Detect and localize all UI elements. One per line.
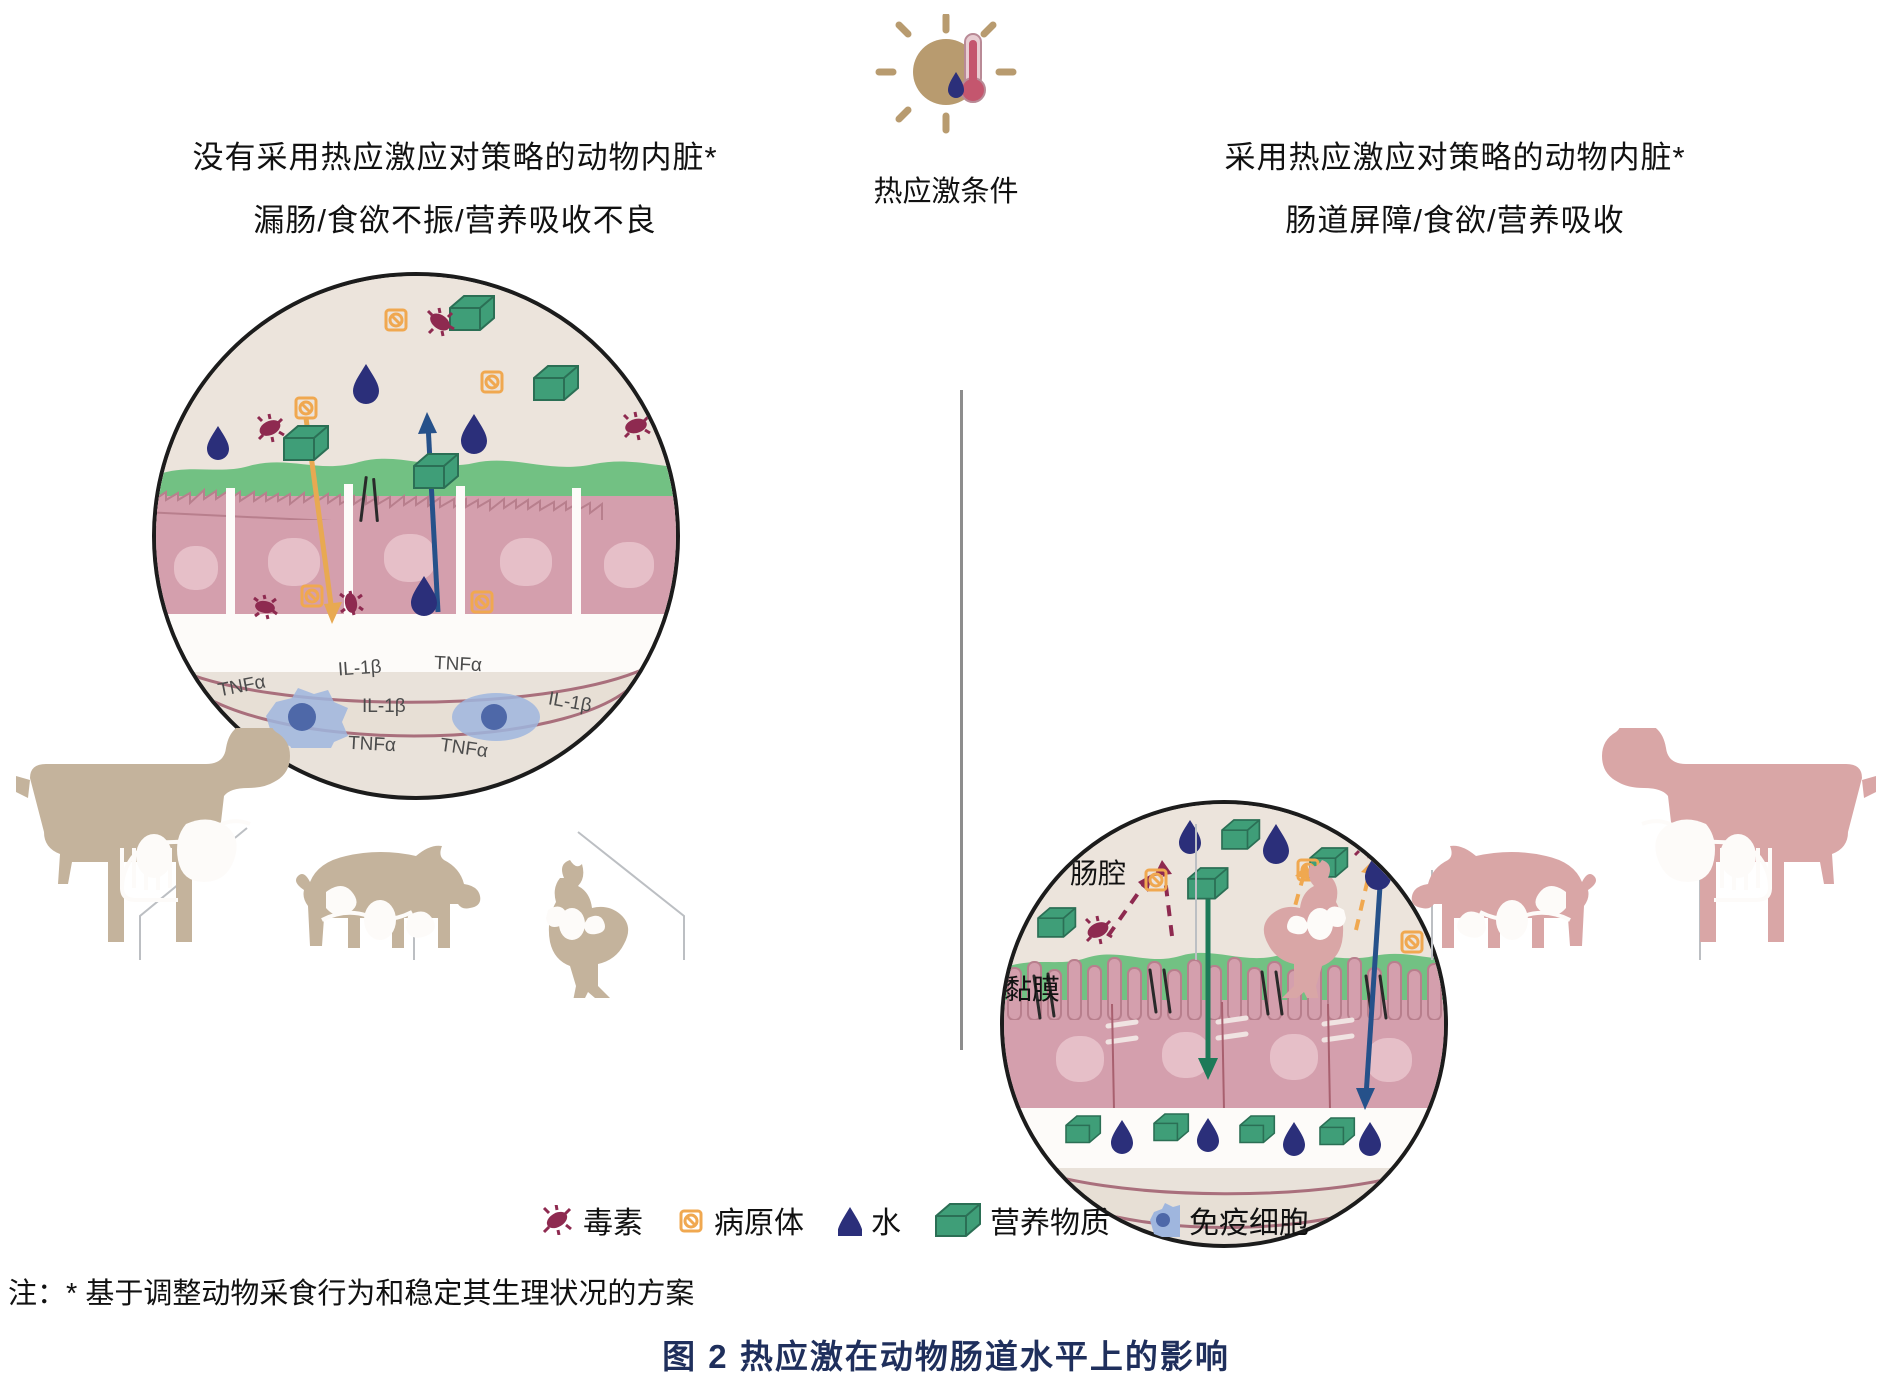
immune-cell-icon	[1150, 1203, 1180, 1237]
legend-label: 水	[871, 1207, 901, 1240]
cell-gap	[572, 488, 581, 618]
left-panel-title: 没有采用热应激应对策略的动物内脏*	[192, 140, 718, 175]
absorbed-molecules-right	[1065, 1113, 1381, 1156]
panel-divider	[960, 390, 963, 1050]
legend-item-nutrient: 营养物质	[935, 1198, 1110, 1242]
right-panel-title: 采用热应激应对策略的动物内脏*	[1224, 140, 1686, 175]
cow-icon	[1602, 728, 1876, 942]
immune-cell-icon	[266, 688, 348, 748]
legend-label: 病原体	[714, 1207, 804, 1240]
immune-cell-icon	[452, 693, 540, 741]
epithelium-apical-border-left	[156, 487, 603, 520]
legend-label: 毒素	[583, 1207, 643, 1240]
pig-icon	[296, 845, 481, 948]
cell-gap	[226, 488, 235, 618]
legend-item-water: 水	[838, 1198, 901, 1242]
left-animal-group	[16, 728, 629, 998]
right-gut-diagram: 肠腔 黏膜	[1000, 800, 1448, 1248]
legend-item-toxin: 毒素	[540, 1198, 643, 1242]
water-drop-icon	[948, 72, 964, 98]
figure-note: 注：* 基于调整动物采食行为和稳定其生理状况的方案	[8, 1278, 695, 1310]
water-drop-icon	[838, 1207, 862, 1236]
legend-item-pathogen: 病原体	[677, 1198, 804, 1242]
right-panel-subtitle: 肠道屏障/食欲/营养吸收	[1285, 203, 1625, 238]
sun-icon	[875, 12, 1017, 134]
lumen-molecules-left	[207, 295, 651, 620]
mucosa-label: 黏膜	[1004, 974, 1061, 1005]
cytokine-label: IL-1β	[362, 696, 406, 717]
heat-stress-icon-group	[868, 12, 1024, 134]
legend-item-immune-cell: 免疫细胞	[1144, 1198, 1309, 1242]
nutrient-cube-icon	[935, 1203, 981, 1237]
toxin-icon	[542, 1205, 572, 1235]
serosa-right	[1010, 1158, 1440, 1229]
cow-gut-zoom-point	[1720, 834, 1756, 878]
left-panel-subtitle: 漏肠/食欲不振/营养吸收不良	[253, 203, 657, 238]
center-heat-label: 热应激条件	[873, 176, 1019, 208]
lumen-label: 肠腔	[1070, 858, 1127, 889]
right-animal-group	[1263, 728, 1876, 998]
figure-caption: 图 2 热应激在动物肠道水平上的影响	[662, 1338, 1230, 1375]
cell-gap	[344, 484, 353, 618]
cow-gut-zoom-point	[136, 834, 172, 878]
legend: 毒素 病原体 水 营养物质 免疫细胞	[540, 1198, 1332, 1242]
pathogen-icon	[679, 1209, 703, 1233]
cow-icon	[16, 728, 290, 942]
pig-icon	[1411, 845, 1596, 948]
legend-label: 免疫细胞	[1189, 1207, 1309, 1240]
cell-gap	[456, 486, 465, 618]
thermometer-icon	[960, 33, 986, 103]
left-gut-diagram: TNFα IL-1β TNFα IL-1β IL-1β TNFα TNFα	[152, 272, 680, 800]
legend-label: 营养物质	[990, 1207, 1110, 1240]
